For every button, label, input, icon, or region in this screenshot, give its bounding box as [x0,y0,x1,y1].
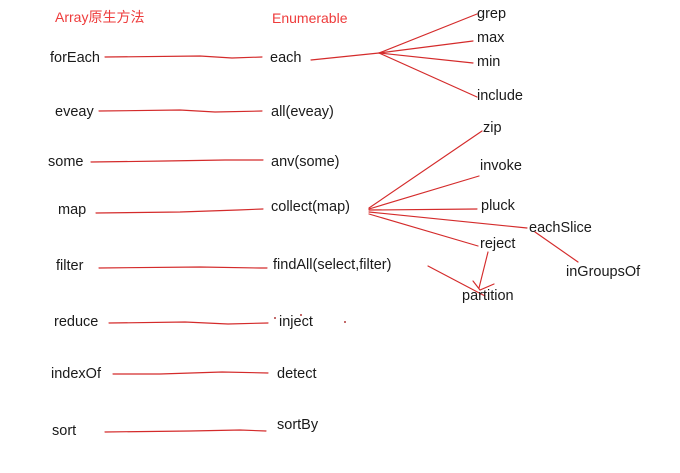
node-collect-map: collect(map) [271,199,350,215]
node-sortby: sortBy [277,417,319,433]
heading-enumerable: Enumerable [272,10,348,26]
node-sort: sort [52,423,77,439]
connector-each-min [378,52,474,64]
connector-collect-pluck [368,208,478,211]
node-zip: zip [483,120,502,136]
connector-collect-eachslice [368,211,528,229]
node-min: min [477,54,501,70]
ink-speck [344,321,346,323]
node-all-eveay: all(eveay) [271,104,334,120]
node-ingroupsof: inGroupsOf [566,264,641,280]
connector-reduce-inject [108,321,269,325]
node-inject: inject [279,314,313,330]
connector-some-anysome [90,159,264,163]
node-indexof: indexOf [51,366,101,382]
node-filter: filter [56,258,84,274]
connector-filter-findall [98,266,268,269]
connector-map-collectmap [95,208,264,214]
node-reject: reject [480,236,516,252]
connector-each-stub [310,52,380,61]
connector-eveay-alleveay [98,109,263,113]
node-include: include [477,88,523,104]
node-map: map [58,202,87,218]
heading-array-native-methods: Array原生方法 [55,9,145,25]
node-foreach: forEach [50,50,100,66]
node-pluck: pluck [481,198,515,214]
connector-collect-zip [368,130,483,209]
connector-indexof-detect [112,371,269,375]
node-reduce: reduce [54,314,99,330]
ink-speck [274,317,276,319]
node-partition: partition [462,288,514,304]
node-any-some: anv(some) [271,154,340,170]
connector-sort-sortby [104,429,267,433]
node-eachslice: eachSlice [529,220,592,236]
connector-eachslice-ingroupsof [534,231,579,263]
node-eveay: eveay [55,104,94,120]
connector-each-grep [378,13,478,54]
node-findall: findAll(select,filter) [273,257,392,273]
connector-each-max [378,40,474,54]
connector-reject-partition [478,251,489,289]
node-detect: detect [277,366,317,382]
connector-foreach-each [104,55,263,59]
node-invoke: invoke [480,158,522,174]
ink-speck [300,314,302,316]
connector-collect-reject [368,213,479,247]
node-some: some [48,154,84,170]
node-each: each [270,50,302,66]
node-max: max [477,30,505,46]
connector-collect-invoke [368,175,480,210]
connector-each-include [378,52,478,98]
node-grep: grep [477,6,507,22]
